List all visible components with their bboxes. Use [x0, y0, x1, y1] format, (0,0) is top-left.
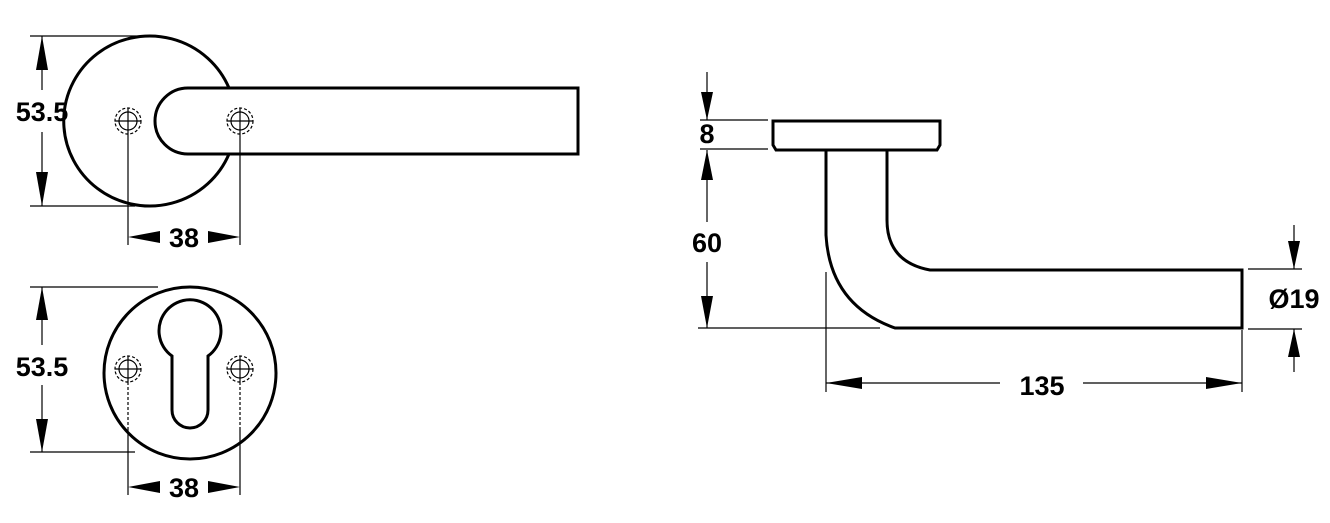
- length-dimension: 135: [825, 272, 1243, 401]
- lever-front-view: 53.5 38: [16, 34, 580, 253]
- diameter-label: Ø19: [1268, 284, 1319, 314]
- height-label: 53.5: [16, 97, 69, 127]
- spacing-label: 38: [169, 473, 199, 503]
- screw-hole-icon: [114, 355, 142, 383]
- lever-side-view: 8 60 135 Ø19: [692, 72, 1320, 401]
- diameter-dimension: Ø19: [1248, 225, 1320, 372]
- hole-spacing-dimension: 38: [127, 134, 241, 253]
- projection-dimension: 60: [692, 150, 880, 329]
- screw-hole-icon: [226, 107, 254, 135]
- escutcheon-front-view: 53.5 38: [16, 285, 278, 503]
- height-dimension: 53.5: [16, 35, 158, 207]
- thickness-label: 8: [699, 119, 714, 149]
- cylinder-keyhole: [157, 298, 223, 430]
- hole-spacing-dimension: 38: [127, 430, 241, 503]
- screw-hole-icon: [226, 355, 254, 383]
- height-dimension: 53.5: [16, 286, 158, 453]
- rose-thickness-dimension: 8: [699, 72, 768, 150]
- lever-profile: [824, 150, 1244, 330]
- escutcheon-outline: [102, 285, 278, 461]
- lever-outline: [153, 86, 580, 156]
- height-label: 53.5: [16, 352, 69, 382]
- screw-hole-icon: [114, 107, 142, 135]
- length-label: 135: [1019, 371, 1064, 401]
- rose-profile: [771, 119, 942, 152]
- projection-label: 60: [692, 228, 722, 258]
- rose-outline: [62, 34, 231, 208]
- spacing-label: 38: [169, 223, 199, 253]
